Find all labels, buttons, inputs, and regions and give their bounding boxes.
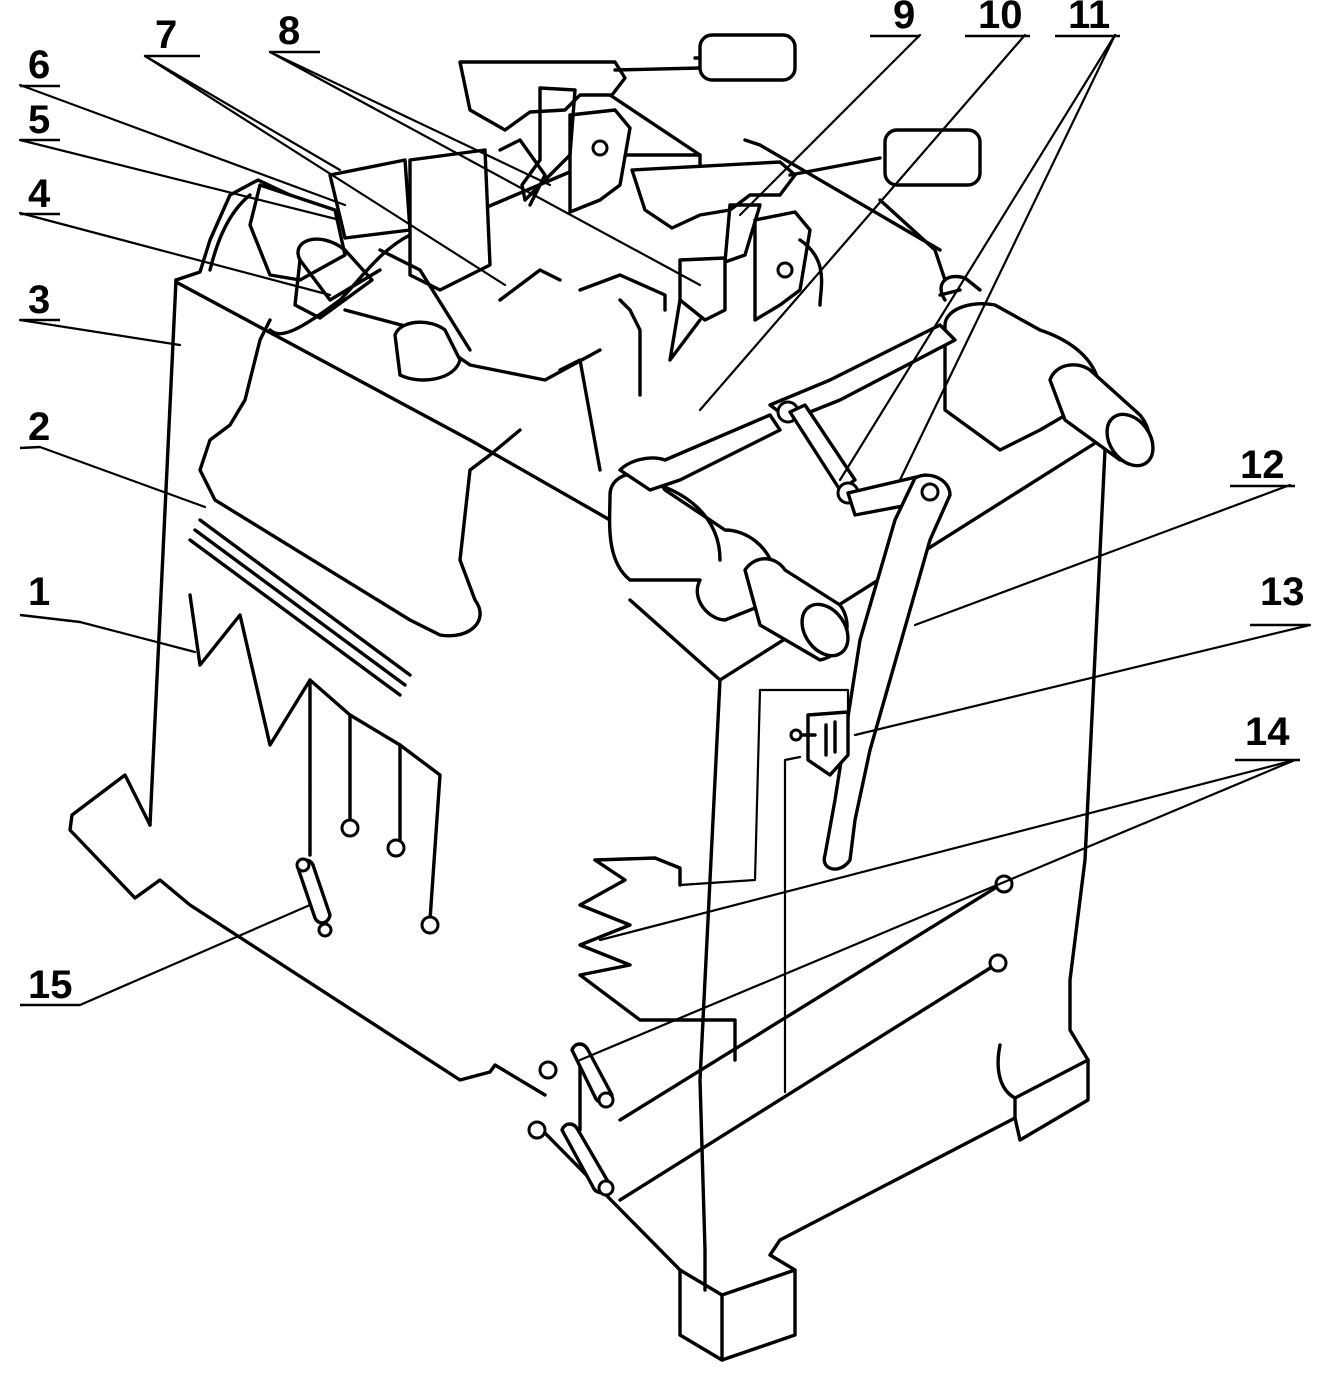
callout-1: 1 bbox=[28, 570, 50, 614]
resistor-15 bbox=[295, 857, 333, 938]
armature-lever bbox=[822, 473, 952, 871]
callout-10: 10 bbox=[978, 0, 1023, 37]
magnet-coil bbox=[248, 148, 602, 382]
callout-13: 13 bbox=[1260, 570, 1305, 614]
callout-2: 2 bbox=[28, 405, 50, 449]
shaft-rear bbox=[939, 274, 1155, 468]
linkage bbox=[618, 288, 962, 517]
left-side-frame bbox=[148, 178, 472, 827]
shading-plates bbox=[188, 518, 412, 697]
callout-3: 3 bbox=[28, 278, 50, 322]
callout-9: 9 bbox=[893, 0, 915, 37]
contact-assembly-rear bbox=[458, 33, 797, 214]
base-foot-left bbox=[68, 773, 547, 1097]
callout-6: 6 bbox=[28, 43, 50, 87]
callout-5: 5 bbox=[28, 98, 50, 142]
callout-14: 14 bbox=[1245, 710, 1290, 754]
callout-12: 12 bbox=[1240, 443, 1285, 487]
callout-15: 15 bbox=[28, 963, 73, 1007]
auxiliary-switch bbox=[678, 688, 850, 1094]
callout-7: 7 bbox=[155, 13, 177, 57]
shaft-front bbox=[607, 472, 850, 662]
top-plate bbox=[478, 93, 947, 397]
callout-8: 8 bbox=[278, 9, 300, 53]
front-frame bbox=[468, 358, 1107, 1292]
base-foot-front bbox=[538, 1043, 1090, 1362]
callout-11: 11 bbox=[1068, 0, 1110, 37]
leader-lines bbox=[18, 33, 1312, 1062]
callout-4: 4 bbox=[28, 172, 51, 216]
terminal-winding bbox=[527, 856, 1014, 1202]
coil-winding bbox=[188, 593, 442, 935]
callout-labels: 1 2 3 4 5 6 7 8 9 10 11 12 13 14 15 bbox=[19, 0, 1310, 1007]
contact-assembly-front bbox=[630, 128, 982, 362]
